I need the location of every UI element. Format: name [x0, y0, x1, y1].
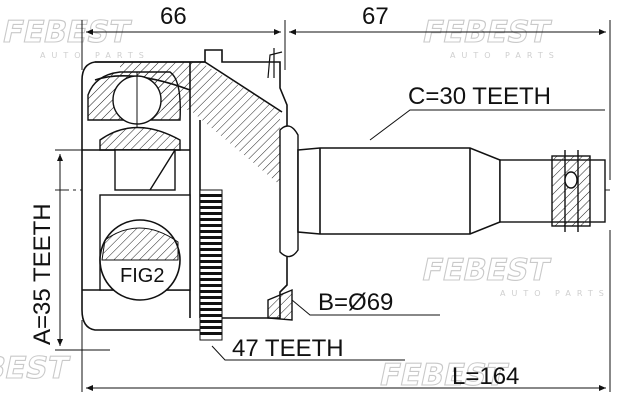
fig2-ball: FIG2 — [99, 219, 181, 301]
abs-tooth — [200, 284, 222, 287]
watermark-tagline: AUTO PARTS — [450, 51, 560, 60]
dimension-lines — [55, 20, 611, 392]
watermark-brand: FEBEST — [419, 15, 553, 50]
abs-tooth — [200, 278, 222, 281]
seal-boot — [267, 125, 299, 321]
abs-tooth — [200, 212, 222, 215]
dim-abs-teeth: 47 TEETH — [232, 335, 344, 362]
ball-cage — [87, 71, 181, 151]
dim-housing-length: 66 — [160, 3, 187, 30]
abs-tooth — [200, 302, 222, 305]
watermark-mid-right: FEBEST AUTO PARTS — [418, 253, 610, 298]
abs-tooth — [200, 290, 222, 293]
abs-tooth — [200, 296, 222, 299]
abs-tooth — [200, 248, 222, 251]
abs-tooth — [200, 332, 222, 335]
abs-tooth — [200, 266, 222, 269]
watermark-tagline: AUTO PARTS — [40, 51, 150, 60]
abs-tooth — [200, 320, 222, 323]
abs-tooth — [200, 260, 222, 263]
abs-tooth — [200, 236, 222, 239]
watermark-brand: FEBEST — [419, 253, 553, 288]
dim-outer-teeth: A=35 TEETH — [29, 203, 56, 345]
abs-tooth — [200, 326, 222, 329]
abs-tooth — [200, 254, 222, 257]
dim-total-length: L=164 — [452, 363, 519, 390]
spline-end — [499, 150, 606, 232]
dim-inner-teeth: C=30 TEETH — [408, 83, 551, 110]
dim-seal-diameter: B=Ø69 — [318, 289, 393, 316]
abs-tooth — [200, 314, 222, 317]
abs-tooth — [200, 224, 222, 227]
watermark-tagline: AUTO PARTS — [500, 289, 610, 298]
abs-tooth — [200, 218, 222, 221]
abs-teeth-marks — [200, 194, 222, 335]
watermark-brand: FEBEST — [0, 351, 72, 386]
watermark-top-left: FEBEST AUTO PARTS — [0, 15, 150, 60]
abs-tooth — [200, 230, 222, 233]
watermark-brand: FEBEST — [0, 15, 133, 50]
abs-tooth — [200, 200, 222, 203]
dim-shaft-length: 67 — [362, 3, 389, 30]
abs-tooth — [200, 194, 222, 197]
watermark-top-right: FEBEST AUTO PARTS — [419, 15, 560, 60]
watermark-bottom-left: FEBEST — [0, 351, 73, 387]
clip — [267, 48, 283, 79]
fig2-label: FIG2 — [120, 265, 164, 287]
abs-tooth — [200, 206, 222, 209]
abs-tooth — [200, 242, 222, 245]
shaft — [297, 147, 501, 235]
abs-tooth — [200, 308, 222, 311]
abs-tooth — [200, 272, 222, 275]
